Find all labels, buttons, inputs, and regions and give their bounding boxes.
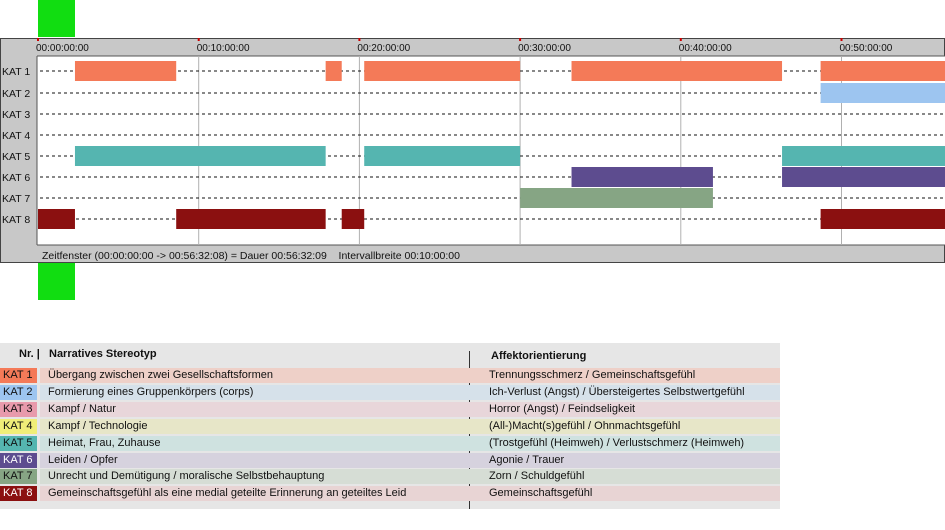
category-legend: Nr. | Narratives Stereotyp Affektorienti… — [0, 343, 780, 509]
legend-stereotyp-text: Leiden / Opfer — [48, 453, 118, 466]
tick-label: 00:00:00:00 — [36, 43, 89, 54]
row-label: KAT 1 — [2, 66, 30, 78]
legend-row: KAT 4 Kampf / Technologie (All-)Macht(s)ge… — [0, 418, 780, 434]
legend-affekt-text: Horror (Angst) / Feindseligkeit — [489, 402, 636, 415]
legend-category-code: KAT 5 — [0, 435, 37, 451]
tick-mark — [840, 38, 843, 41]
legend-stereotyp-text: Übergang zwischen zwei Gesellschaftsform… — [48, 369, 273, 381]
tick-label: 00:10:00:00 — [197, 43, 250, 54]
timeline-footer-text: Zeitfenster (00:00:00:00 -> 00:56:32:08)… — [42, 250, 460, 262]
timeline-bar[interactable] — [38, 209, 75, 229]
legend-row: KAT 6 Leiden / Opfer Agonie / Trauer — [0, 452, 780, 468]
tick-label: 00:30:00:00 — [518, 43, 571, 54]
legend-stereotyp-text: Kampf / Natur — [48, 402, 116, 415]
timeline-bar[interactable] — [341, 209, 365, 229]
legend-affekt-text: Agonie / Trauer — [489, 453, 565, 466]
legend-affekt-text: Gemeinschaftsgefühl — [489, 487, 593, 500]
legend-row-band — [40, 469, 780, 485]
legend-row: KAT 7 Unrecht und Demütigung / moralische… — [0, 468, 780, 485]
legend-stereotyp-text: Gemeinschaftsgefühl als eine medial gete… — [48, 487, 407, 500]
legend-header-affekt: Affektorientierung — [491, 350, 587, 362]
row-label: KAT 4 — [2, 130, 30, 142]
row-label: KAT 8 — [2, 214, 30, 226]
legend-stereotyp-text: Formierung eines Gruppenkörpers (corps) — [48, 385, 254, 398]
timeline-bar[interactable] — [520, 188, 713, 208]
timeline-bar[interactable] — [820, 83, 945, 103]
legend-row: KAT 8 Gemeinschaftsgefühl als eine medial… — [0, 485, 780, 502]
legend-category-code: KAT 7 — [0, 469, 37, 485]
row-label: KAT 5 — [2, 151, 30, 163]
legend-row-band — [40, 401, 780, 417]
timeline-bar[interactable] — [74, 61, 177, 81]
legend-affekt-text: (All-)Macht(s)gefühl / Ohnmachtsgefühl — [489, 419, 681, 432]
legend-affekt-text: Zorn / Schuldgefühl — [489, 470, 585, 483]
legend-row-band — [40, 368, 780, 383]
timeline-bar[interactable] — [571, 61, 783, 81]
legend-affekt-text: (Trostgefühl (Heimweh) / Verlustschmerz … — [489, 436, 745, 449]
legend-row-band — [40, 418, 780, 434]
legend-header-stereotyp: Narratives Stereotyp — [49, 348, 157, 360]
legend-header-nr: Nr. | — [19, 348, 40, 360]
row-label: KAT 3 — [2, 109, 30, 121]
tick-mark — [197, 38, 200, 41]
legend-category-code: KAT 2 — [0, 384, 37, 400]
legend-category-code: KAT 6 — [0, 452, 37, 468]
timeline-bar[interactable] — [364, 61, 521, 81]
row-label: KAT 7 — [2, 193, 30, 205]
tick-label: 00:20:00:00 — [357, 43, 410, 54]
legend-affekt-text: Ich-Verlust (Angst) / Übersteigertes Sel… — [489, 385, 745, 398]
tick-mark — [37, 38, 39, 41]
timeline-bar[interactable] — [571, 167, 713, 187]
legend-row-band — [40, 452, 780, 468]
legend-stereotyp-text: Kampf / Technologie — [48, 419, 148, 432]
legend-stereotyp-text: Heimat, Frau, Zuhause — [48, 436, 161, 449]
legend-category-code: KAT 3 — [0, 401, 37, 417]
timeline-bar[interactable] — [364, 146, 521, 166]
legend-category-code: KAT 4 — [0, 418, 37, 434]
timeline-bar[interactable] — [782, 146, 945, 166]
tick-mark — [679, 38, 682, 41]
playhead-marker-bottom[interactable] — [38, 263, 75, 300]
tick-mark — [519, 38, 522, 41]
legend-row: KAT 1 Übergang zwischen zwei Gesellschaft… — [0, 367, 780, 383]
legend-stereotyp-text: Unrecht und Demütigung / moralische Selb… — [48, 470, 325, 483]
row-label: KAT 6 — [2, 172, 30, 184]
timeline-bar[interactable] — [74, 146, 326, 166]
tick-mark — [358, 38, 361, 41]
row-label: KAT 2 — [2, 88, 30, 100]
timeline-bar[interactable] — [176, 209, 326, 229]
legend-row-band — [40, 435, 780, 451]
timeline-bar[interactable] — [820, 209, 945, 229]
legend-affekt-text: Trennungsschmerz / Gemeinschaftsgefühl — [489, 369, 696, 381]
timeline-bar[interactable] — [820, 61, 945, 81]
legend-row-band — [40, 486, 780, 502]
playhead-marker-top[interactable] — [38, 0, 75, 37]
legend-row: KAT 3 Kampf / Natur Horror (Angst) / Feind… — [0, 401, 780, 417]
legend-row: KAT 2 Formierung eines Gruppenkörpers (co… — [0, 384, 780, 400]
legend-category-code: KAT 1 — [0, 368, 37, 383]
legend-category-code: KAT 8 — [0, 486, 37, 502]
tick-label: 00:40:00:00 — [679, 43, 732, 54]
tick-label: 00:50:00:00 — [840, 43, 893, 54]
legend-row: KAT 5 Heimat, Frau, Zuhause (Trostgefühl (… — [0, 435, 780, 451]
timeline-chart: KAT 1 KAT 2 KAT 3 KAT 4 KAT 5 KAT 6 KAT 7 KAT 8… — [0, 0, 945, 300]
legend-row-band — [40, 384, 780, 400]
timeline-bar[interactable] — [325, 61, 342, 81]
timeline-bar[interactable] — [782, 167, 945, 187]
